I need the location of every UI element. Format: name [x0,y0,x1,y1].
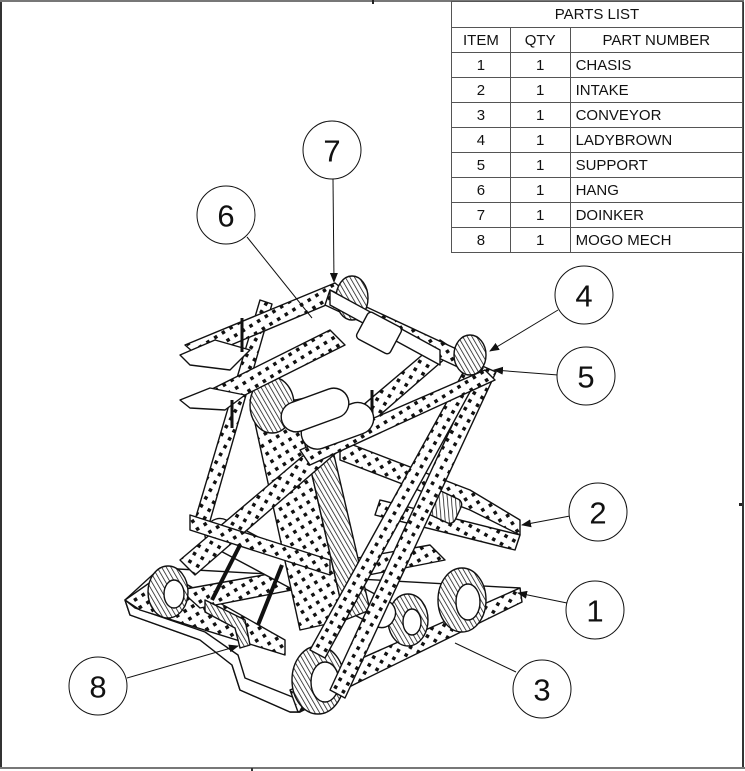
qty-cell: 1 [509,202,571,228]
zone-tick-top [372,0,374,4]
qty-cell: 1 [509,52,571,78]
item-cell: 1 [451,52,511,78]
column-header-part-number: PART NUMBER [569,27,744,53]
parts-list-title: PARTS LIST [451,1,743,28]
svg-text:3: 3 [533,673,550,708]
mogo-piston-2 [256,564,284,626]
part-number-cell: MOGO MECH [569,227,744,253]
parts-list-table: PARTS LIST ITEM QTY PART NUMBER 1 1 CHAS… [451,1,744,253]
balloon-1: 1 [565,580,625,640]
mogo-piston-1 [210,544,242,601]
column-header-item: ITEM [451,27,511,53]
leader-8 [126,644,239,679]
balloon-4: 4 [554,265,614,325]
support-crossbar [189,514,331,576]
leader-2 [521,515,571,528]
wheel-mid-right [387,593,429,647]
item-cell: 3 [451,102,511,128]
parts-list-header-row: ITEM QTY PART NUMBER [451,27,744,53]
qty-cell: 1 [509,152,571,178]
table-row: 5 1 SUPPORT [451,152,744,178]
svg-text:1: 1 [586,594,603,629]
mogo-clamp [204,599,251,649]
item-cell: 8 [451,227,511,253]
item-cell: 4 [451,127,511,153]
table-row: 4 1 LADYBROWN [451,127,744,153]
item-cell: 7 [451,202,511,228]
parts-list-title-row: PARTS LIST [451,1,743,28]
zone-tick-bottom [251,768,253,771]
ladybrown-arm [299,369,496,466]
hang-hook-upper [179,339,251,371]
svg-text:2: 2 [589,496,606,531]
svg-text:7: 7 [323,134,340,169]
item-cell: 6 [451,177,511,203]
hang-hook-lower [179,387,246,411]
leader-4 [489,309,559,352]
part-number-cell: INTAKE [569,77,744,103]
svg-text:8: 8 [89,670,106,705]
balloon-7: 7 [302,120,362,180]
balloon-6: 6 [196,185,256,245]
svg-text:6: 6 [217,199,234,234]
part-number-cell: LADYBROWN [569,127,744,153]
upper-roller [280,387,350,433]
doinker-motor [355,311,403,355]
table-row: 2 1 INTAKE [451,77,744,103]
chassis-skirt [124,599,301,713]
part-number-cell: SUPPORT [569,152,744,178]
balloon-8: 8 [68,656,128,716]
qty-cell: 1 [509,177,571,203]
zone-tick-right [739,503,742,506]
table-row: 3 1 CONVEYOR [451,102,744,128]
leader-7 [329,178,338,283]
qty-cell: 1 [509,227,571,253]
balloon-2: 2 [568,482,628,542]
table-row: 7 1 DOINKER [451,202,744,228]
part-number-cell: DOINKER [569,202,744,228]
table-row: 8 1 MOGO MECH [451,227,744,253]
column-header-qty: QTY [509,27,571,53]
part-number-cell: CHASIS [569,52,744,78]
sheet-border-left [0,0,2,768]
leader-6 [246,236,313,319]
qty-cell: 1 [509,127,571,153]
part-number-cell: HANG [569,177,744,203]
svg-text:4: 4 [575,279,592,314]
wheel-front-right [437,567,487,633]
wheel-rear-left [147,565,189,619]
sheet-border-bottom [0,767,745,769]
qty-cell: 1 [509,77,571,103]
leader-5 [493,366,559,376]
robot-assembly [124,275,523,715]
ladybrown-gear [453,334,487,376]
balloon-3: 3 [512,659,572,719]
balloon-5: 5 [556,346,616,406]
item-cell: 2 [451,77,511,103]
sheet-border-right [742,0,744,768]
part-number-cell: CONVEYOR [569,102,744,128]
qty-cell: 1 [509,102,571,128]
table-row: 1 1 CHASIS [451,52,744,78]
svg-text:5: 5 [577,360,594,395]
table-row: 6 1 HANG [451,177,744,203]
leader-3 [454,642,517,673]
leader-lines [126,178,571,679]
item-cell: 5 [451,152,511,178]
leader-1 [517,590,568,604]
wheel-front-left [291,645,345,715]
